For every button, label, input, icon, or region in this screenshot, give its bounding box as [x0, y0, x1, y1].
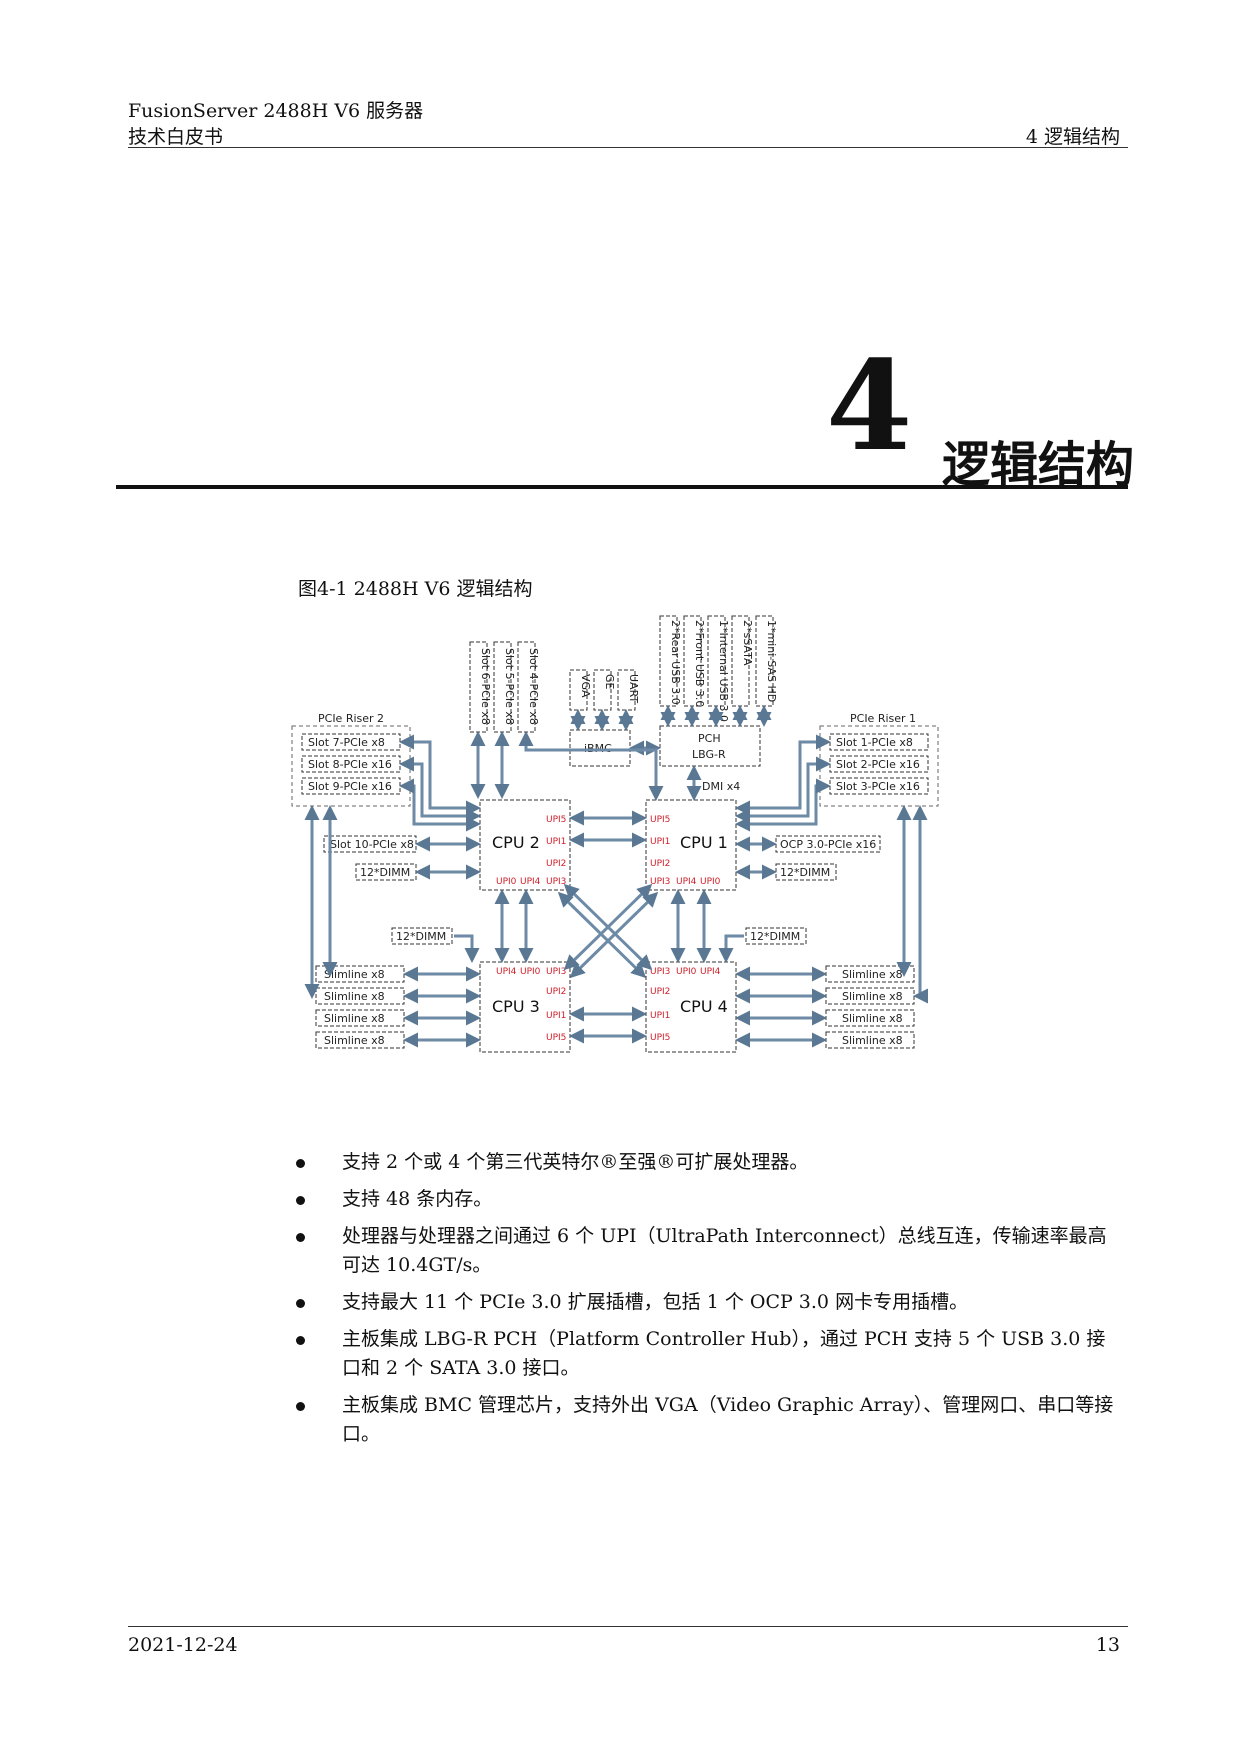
- cpu3-upi4: UPI4: [496, 967, 517, 977]
- slot-5: Slot 5-PCIe x8: [503, 648, 516, 725]
- slimline-l2: Slimline x8: [324, 990, 385, 1003]
- dmi-label: DMI x4: [702, 780, 740, 793]
- footer-date: 2021-12-24: [128, 1634, 238, 1656]
- header-subtitle: 技术白皮书: [128, 126, 224, 148]
- header-title: FusionServer 2488H V6 服务器: [128, 100, 424, 122]
- cpu1-upi5: UPI5: [650, 815, 670, 825]
- cpu1-upi4: UPI4: [676, 877, 697, 887]
- header-rule: [128, 147, 1128, 148]
- cpu1-upi1: UPI1: [650, 837, 670, 847]
- ocp-label: OCP 3.0-PCIe x16: [780, 838, 876, 851]
- connection-arrows: [304, 705, 928, 1048]
- logic-architecture-diagram: .box { fill:#fff; stroke:#333; stroke-wi…: [291, 615, 939, 1053]
- port-front-usb: 2*Front USB 3.0: [693, 620, 706, 707]
- footer-rule: [128, 1626, 1128, 1627]
- list-item: 主板集成 LBG-R PCH（Platform Controller Hub），…: [292, 1325, 1122, 1383]
- chapter-title: 逻辑结构: [942, 437, 1135, 493]
- port-vga: VGA: [579, 674, 592, 698]
- cpu2-upi5: UPI5: [546, 815, 566, 825]
- riser1-group: [819, 725, 939, 807]
- cpu2-upi0: UPI0: [496, 877, 517, 887]
- riser1-slot2: Slot 2-PCIe x16: [836, 758, 920, 771]
- slot10-label: Slot 10-PCIe x8: [330, 838, 414, 851]
- cpu1-upi3: UPI3: [650, 877, 670, 887]
- cpu4-upi0: UPI0: [676, 967, 697, 977]
- cpu2-upi2: UPI2: [546, 859, 566, 869]
- cpu2-label: CPU 2: [492, 833, 540, 852]
- pch-label: PCH: [698, 732, 721, 745]
- cpu4-upi4: UPI4: [700, 967, 721, 977]
- chapter-rule: [116, 485, 1128, 489]
- cpu3-label: CPU 3: [492, 997, 540, 1016]
- chapter-number: 4: [826, 334, 913, 479]
- bullet-icon: [296, 1336, 305, 1345]
- top-port-boxes: 2*Rear USB 3.0 2*Front USB 3.0 1*Interna…: [659, 615, 778, 722]
- cpu4-upi3: UPI3: [650, 967, 670, 977]
- riser1-slot3: Slot 3-PCIe x16: [836, 780, 920, 793]
- bullet-icon: [296, 1196, 305, 1205]
- bmc-port-boxes: VGA GE UART: [569, 669, 640, 711]
- cpu2-upi3: UPI3: [546, 877, 566, 887]
- dimm-cpu3: 12*DIMM: [396, 930, 446, 943]
- slimline-r2: Slimline x8: [842, 990, 903, 1003]
- riser2-title: PCIe Riser 2: [318, 712, 384, 725]
- cpu4-box: [645, 961, 737, 1053]
- riser1-title: PCIe Riser 1: [850, 712, 916, 725]
- slimline-l3: Slimline x8: [324, 1012, 385, 1025]
- cpu4-label: CPU 4: [680, 997, 728, 1016]
- cpu3-upi5: UPI5: [546, 1033, 566, 1043]
- riser2-slot9: Slot 9-PCIe x16: [308, 780, 392, 793]
- slimline-r3: Slimline x8: [842, 1012, 903, 1025]
- port-rear-usb: 2*Rear USB 3.0: [669, 620, 682, 705]
- pch-sub-label: LBG-R: [692, 748, 726, 761]
- port-internal-usb: 1*Internal USB 3.0: [717, 620, 730, 722]
- footer-page-number: 13: [1095, 1634, 1120, 1656]
- port-ssata: 2*sSATA: [741, 620, 754, 666]
- cpu1-label: CPU 1: [680, 833, 728, 852]
- cpu4-upi5: UPI5: [650, 1033, 670, 1043]
- cpu3-upi1: UPI1: [546, 1011, 566, 1021]
- port-uart: UART: [627, 674, 640, 703]
- mid-slot-boxes: Slot 6-PCIe x8 Slot 5-PCIe x8 Slot 4-PCI…: [469, 641, 540, 733]
- feature-list: 支持 2 个或 4 个第三代英特尔®至强®可扩展处理器。 支持 48 条内存。 …: [292, 1148, 1122, 1457]
- dimm-cpu1: 12*DIMM: [780, 866, 830, 879]
- slimline-r1: Slimline x8: [842, 968, 903, 981]
- list-item: 支持 48 条内存。: [292, 1185, 1122, 1214]
- bullet-icon: [296, 1299, 305, 1308]
- slimline-l4: Slimline x8: [324, 1034, 385, 1047]
- bullet-icon: [296, 1402, 305, 1411]
- cpu2-upi4: UPI4: [520, 877, 541, 887]
- list-item: 主板集成 BMC 管理芯片，支持外出 VGA（Video Graphic Arr…: [292, 1391, 1122, 1449]
- slimline-r4: Slimline x8: [842, 1034, 903, 1047]
- dimm-cpu4: 12*DIMM: [750, 930, 800, 943]
- list-item: 支持最大 11 个 PCIe 3.0 扩展插槽，包括 1 个 OCP 3.0 网…: [292, 1288, 1122, 1317]
- cpu4-upi1: UPI1: [650, 1011, 670, 1021]
- cpu4-upi2: UPI2: [650, 987, 670, 997]
- slot-6: Slot 6-PCIe x8: [479, 648, 492, 725]
- cpu1-upi2: UPI2: [650, 859, 670, 869]
- slimline-l1: Slimline x8: [324, 968, 385, 981]
- dimm-cpu2: 12*DIMM: [360, 866, 410, 879]
- riser2-slot7: Slot 7-PCIe x8: [308, 736, 385, 749]
- bullet-icon: [296, 1233, 305, 1242]
- riser1-slot1: Slot 1-PCIe x8: [836, 736, 913, 749]
- port-ge: GE: [603, 674, 616, 690]
- slot-4: Slot 4-PCIe x8: [527, 648, 540, 725]
- cpu3-upi3: UPI3: [546, 967, 566, 977]
- slimline-right: Slimline x8 Slimline x8 Slimline x8 Slim…: [825, 965, 915, 1049]
- cpu2-upi1: UPI1: [546, 837, 566, 847]
- cpu3-upi0: UPI0: [520, 967, 541, 977]
- list-item: 支持 2 个或 4 个第三代英特尔®至强®可扩展处理器。: [292, 1148, 1122, 1177]
- cpu1-box: [645, 799, 737, 891]
- bullet-icon: [296, 1159, 305, 1168]
- cpu1-upi0: UPI0: [700, 877, 721, 887]
- port-minisas: 1*mini-SAS HD: [765, 620, 778, 702]
- riser2-slot8: Slot 8-PCIe x16: [308, 758, 392, 771]
- cpu3-upi2: UPI2: [546, 987, 566, 997]
- header-section: 4 逻辑结构: [1025, 126, 1120, 148]
- figure-caption: 图4-1 2488H V6 逻辑结构: [298, 578, 533, 600]
- slimline-left: Slimline x8 Slimline x8 Slimline x8 Slim…: [315, 965, 405, 1049]
- list-item: 处理器与处理器之间通过 6 个 UPI（UltraPath Interconne…: [292, 1222, 1122, 1280]
